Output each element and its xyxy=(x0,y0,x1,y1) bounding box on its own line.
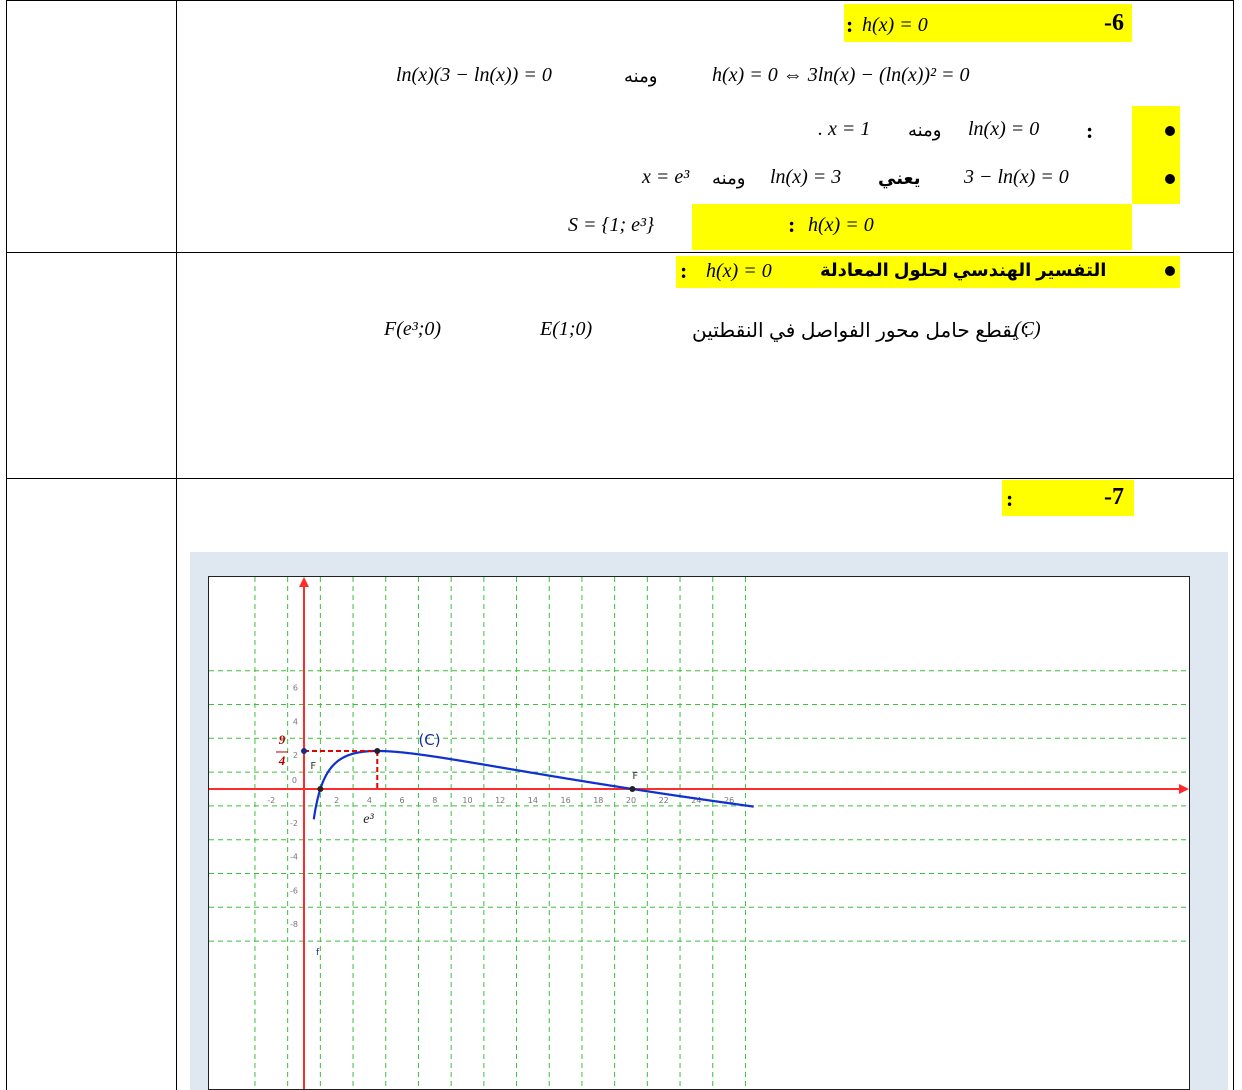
x-tick-label: 12 xyxy=(495,796,505,805)
q6-number: -6 xyxy=(1104,10,1124,36)
point-max-y xyxy=(301,747,307,754)
curve-C xyxy=(312,749,754,820)
q6-solution-eq: h(x) = 0 xyxy=(808,214,874,236)
x-tick-label: 22 xyxy=(659,796,669,805)
q6-solution-highlight xyxy=(692,204,1132,250)
interp-title: التفسير الهندسي لحلول المعادلة xyxy=(820,260,1107,280)
x-tick-label: 10 xyxy=(462,796,472,805)
x-tick-label: 8 xyxy=(432,796,437,805)
y-tick-label: -8 xyxy=(290,920,298,929)
point-max xyxy=(374,747,381,754)
interp-point-E: E(1;0) xyxy=(540,318,593,340)
row-divider-2 xyxy=(6,478,1234,479)
x-tick-label: 18 xyxy=(593,796,603,805)
q6-line1-right: h(x) = 0 ⇔ 3ln(x) − (ln(x))² = 0 xyxy=(712,64,970,86)
q6-b1-colon: : xyxy=(1086,118,1094,143)
q6-line1-word: ومنه xyxy=(624,66,658,86)
x-tick-label: 4 xyxy=(367,796,372,805)
q7-highlight xyxy=(1002,480,1134,516)
x-tick-label: 2 xyxy=(334,796,339,805)
y-tick-label: 4 xyxy=(293,717,298,726)
interp-curve: (C) xyxy=(1014,318,1041,340)
q6-b2-result: x = e³ xyxy=(642,166,690,188)
y-tick-label: -4 xyxy=(290,853,298,862)
q6-b2-mid: ln(x) = 3 xyxy=(770,166,842,188)
point-label-right: F xyxy=(632,771,638,782)
q7-colon: : xyxy=(1006,486,1014,511)
x-tick-label: 20 xyxy=(626,796,636,805)
q7-number: -7 xyxy=(1104,484,1124,510)
row-divider-1 xyxy=(6,252,1234,253)
x-tick-label: -2 xyxy=(267,796,275,805)
q6-colon: : xyxy=(846,12,854,37)
x-tick-label: 6 xyxy=(400,796,405,805)
y-tick-label: 6 xyxy=(293,684,298,693)
bullet-1 xyxy=(1165,126,1175,136)
q6-line1-left: ln(x)(3 − ln(x)) = 0 xyxy=(396,64,552,86)
q6-b2-eq: 3 − ln(x) = 0 xyxy=(964,166,1069,188)
table-left-border xyxy=(6,0,7,1090)
y-axis-arrow xyxy=(299,577,309,587)
q6-bullets-highlight xyxy=(1132,106,1180,204)
interp-title-eq: h(x) = 0 xyxy=(706,260,772,282)
origin-label: 0 xyxy=(292,776,297,785)
q6-solution-set: S = {1; e³} xyxy=(568,214,655,236)
x-tick-label: 26 xyxy=(724,796,734,805)
interp-point-F: F(e³;0) xyxy=(384,318,442,340)
q6-heading-highlight xyxy=(844,4,1132,42)
point-F xyxy=(629,786,636,792)
e3-label: e³ xyxy=(363,812,374,827)
q6-b2-word2: ومنه xyxy=(712,168,746,188)
table-top-border xyxy=(6,0,1234,1)
fraction-numerator: 9 xyxy=(279,732,286,747)
interp-highlight xyxy=(676,256,1180,288)
table-column-divider xyxy=(176,0,177,1090)
q6-solution-colon: : xyxy=(788,212,796,237)
bullet-2 xyxy=(1165,174,1175,184)
y-tick-label: -6 xyxy=(290,886,298,895)
x-tick-label: 24 xyxy=(691,796,701,805)
bullet-3 xyxy=(1165,266,1175,276)
q6-heading-equation: h(x) = 0 xyxy=(862,14,928,36)
x-axis-arrow xyxy=(1179,784,1189,794)
function-label: f xyxy=(316,948,320,958)
q6-b1-word: ومنه xyxy=(908,120,942,140)
point-E xyxy=(317,786,324,792)
q6-b2-word1: يعني xyxy=(878,168,921,188)
interp-colon: : xyxy=(680,258,688,283)
x-tick-label: 14 xyxy=(528,796,538,805)
q6-b1-result: . x = 1 xyxy=(818,118,871,140)
fraction-denominator: 4 xyxy=(278,753,286,768)
y-tick-label: 2 xyxy=(293,751,298,760)
q6-b1-eq: ln(x) = 0 xyxy=(968,118,1040,140)
table-right-border xyxy=(1233,0,1234,1090)
interp-text: يقطع حامل محور الفواصل في النقطتين : xyxy=(692,320,1030,342)
y-tick-label: -2 xyxy=(290,819,298,828)
point-label-left: F xyxy=(310,761,316,772)
x-tick-label: 16 xyxy=(561,796,571,805)
curve-label: (C) xyxy=(418,731,440,749)
